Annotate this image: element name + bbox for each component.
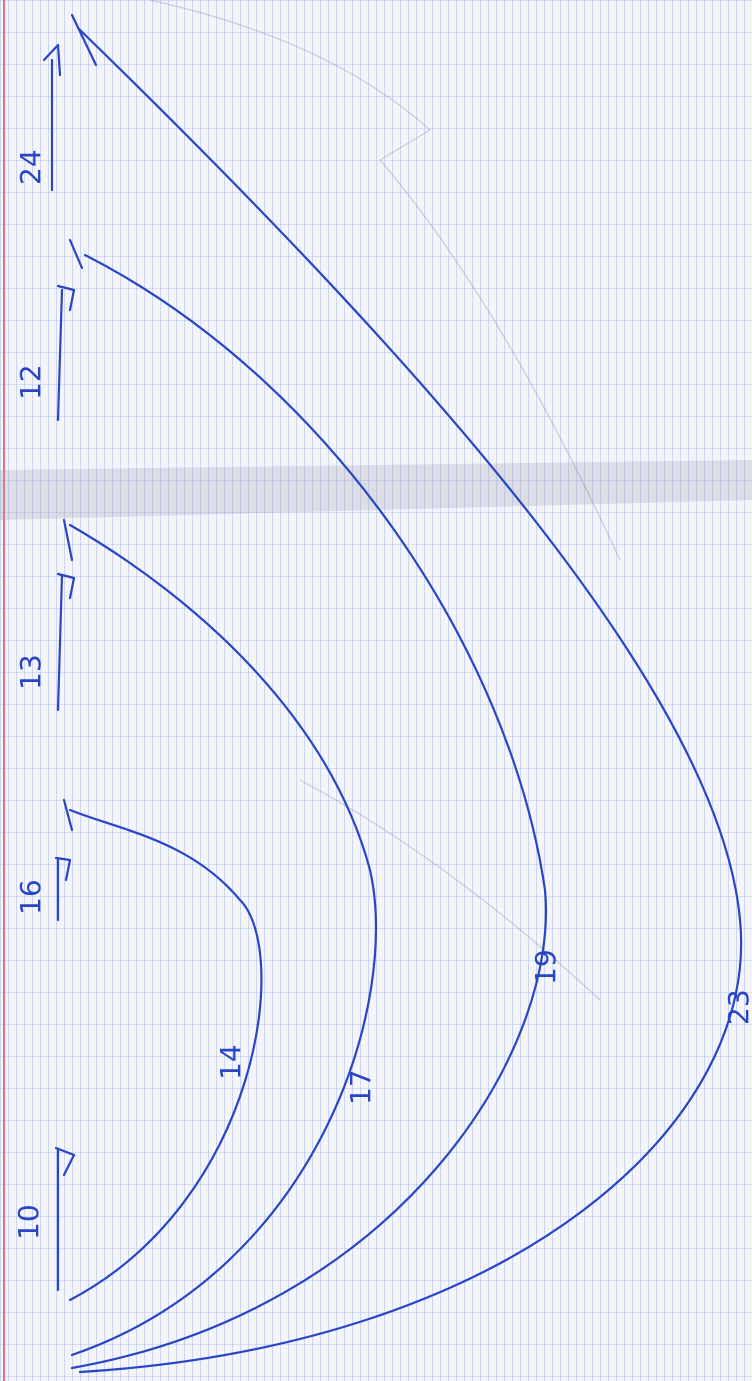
arc-label-17: 17 (344, 1069, 377, 1105)
arc-label-14: 14 (214, 1044, 247, 1080)
arc-label-23: 23 (722, 989, 752, 1025)
arc-23 (76, 26, 743, 1374)
arc-14 (68, 808, 263, 1302)
arrow-label: 10 (12, 1204, 45, 1240)
arrow-24: 24 (14, 43, 62, 192)
arrow-label: 12 (14, 364, 47, 400)
pencil-sketch (299, 779, 601, 1001)
arrow-16: 16 (14, 856, 72, 922)
arc-tip (62, 798, 74, 832)
arc-17 (68, 523, 378, 1357)
arrow-label: 16 (14, 879, 47, 915)
arc-label-19: 19 (529, 949, 562, 985)
arrow-10: 10 (12, 1146, 76, 1292)
arc-tip (62, 518, 74, 562)
arrow-13: 13 (14, 572, 76, 712)
pencil-sketch (149, 0, 621, 561)
page-fold-shadow (0, 460, 752, 520)
arrow-12: 12 (14, 284, 76, 422)
arc-tip (68, 238, 84, 270)
arrow-label: 13 (14, 654, 47, 690)
arrow-label: 24 (14, 149, 47, 185)
arc-19 (70, 253, 548, 1370)
arc-tip (70, 13, 98, 67)
